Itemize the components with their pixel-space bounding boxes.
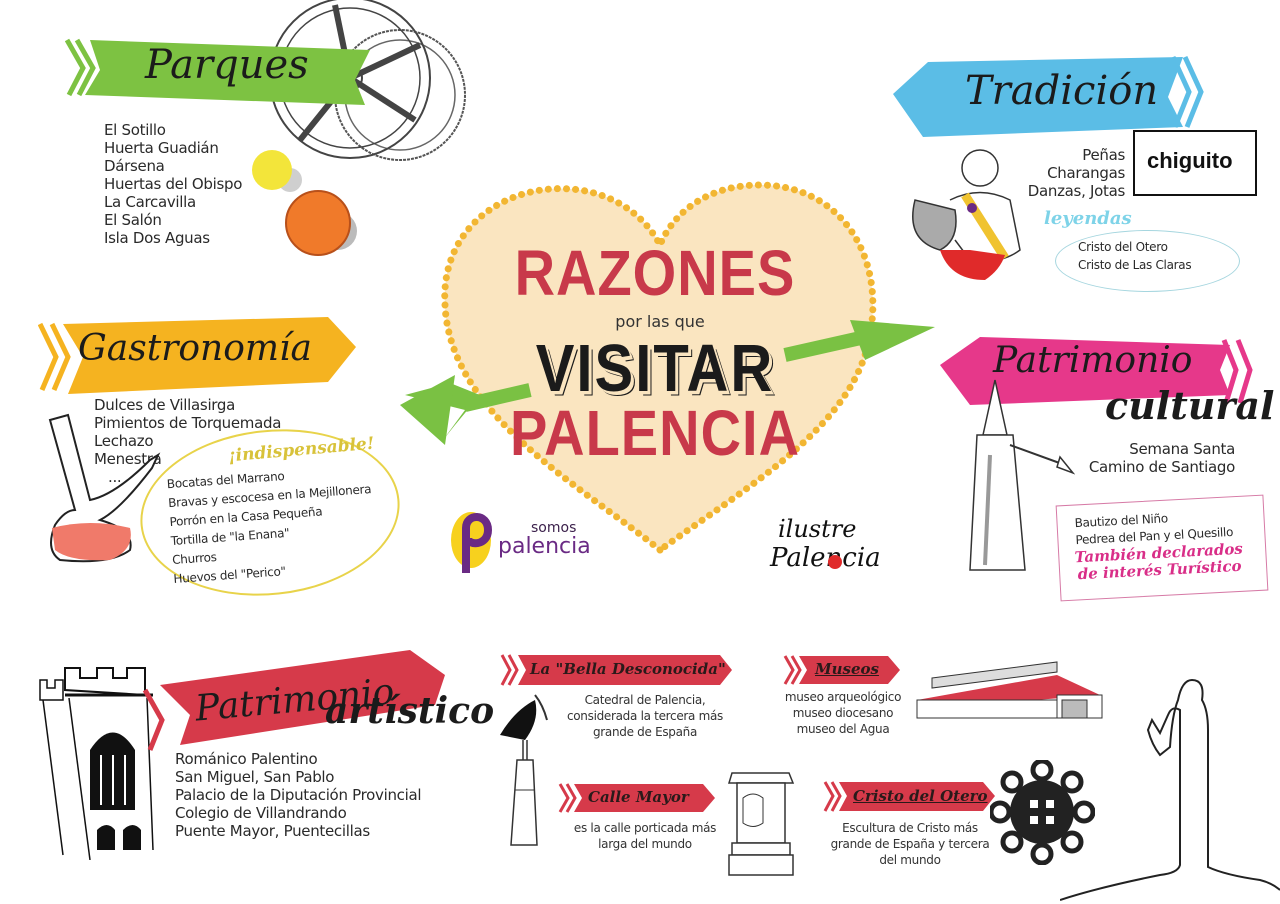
indispensable-list: Bocatas del Marrano Bravas y escocesa en…	[166, 461, 377, 589]
gastronomia-banner	[38, 312, 358, 397]
parques-banner	[65, 35, 385, 110]
list-item: Cristo del Otero	[1078, 240, 1168, 254]
leyendas-label: leyendas	[1044, 208, 1132, 229]
desc-line: museo diocesano	[792, 706, 894, 720]
list-item: Camino de Santiago	[1088, 458, 1235, 476]
museos-banner	[783, 655, 900, 685]
cristo-banner	[823, 781, 995, 812]
patrimonio-artistico-list: Románico Palentino San Miguel, San Pablo…	[175, 750, 422, 840]
desc-line: grande de España y tercera	[830, 837, 990, 851]
list-item: Pimientos de Torquemada	[94, 414, 282, 432]
bicycle-gear-icon	[269, 0, 466, 161]
title-visitar: VISITAR	[535, 331, 775, 406]
list-item: Peñas	[1082, 146, 1125, 164]
list-item: Puente Mayor, Puentecillas	[175, 822, 370, 840]
patrimonio-cultural-list: Semana Santa Camino de Santiago	[1080, 440, 1235, 476]
list-item: Menestra	[94, 450, 162, 468]
title-por-las-que: por las que	[615, 312, 705, 331]
list-item: Colegio de Villandrando	[175, 804, 347, 822]
woman-with-jug-icon	[912, 149, 1021, 280]
leyendas-list: Cristo del Otero Cristo de Las Claras	[1078, 238, 1192, 274]
patrimonio-artistico-banner	[140, 645, 455, 760]
calle-mayor-desc: es la calle porticada más larga del mund…	[565, 820, 725, 852]
palencia-text: palencia	[498, 534, 591, 559]
cristo-statue-icon	[1060, 678, 1280, 901]
list-item: Cristo de Las Claras	[1078, 258, 1192, 272]
tradicion-list: Peñas Charangas Danzas, Jotas	[1020, 146, 1126, 200]
list-item: Isla Dos Aguas	[104, 229, 210, 247]
rose-window-icon	[990, 760, 1095, 865]
tradicion-title: Tradición	[965, 68, 1159, 114]
patrimonio-cultural-title-2: cultural	[1105, 383, 1275, 428]
nazareno-penitent-icon	[969, 379, 1075, 571]
gastronomia-title: Gastronomía	[78, 328, 313, 369]
ilustre-palencia-logo: ilustre Palencia	[770, 515, 900, 580]
museos-title: Museos	[815, 660, 879, 678]
list-item: Dulces de Villasirga	[94, 396, 236, 414]
heart-dot-icon	[828, 555, 842, 569]
desc-line: considerada la tercera más	[566, 709, 724, 723]
bella-banner	[500, 654, 732, 686]
porron-icon	[48, 413, 161, 563]
tradicion-banner	[893, 52, 1208, 142]
stork-on-tower-icon	[500, 694, 548, 846]
basketball-icon	[285, 190, 351, 256]
cristo-desc: Escultura de Cristo más grande de España…	[820, 820, 1000, 868]
list-item: Palacio de la Diputación Provincial	[175, 786, 422, 804]
calle-mayor-title: Calle Mayor	[588, 788, 689, 806]
list-item: La Carcavilla	[104, 193, 196, 211]
cristo-title: Cristo del Otero	[853, 787, 988, 805]
museum-building-icon	[916, 661, 1103, 719]
p-logo-icon	[451, 512, 493, 573]
gastronomia-list: Dulces de Villasirga Pimientos de Torque…	[94, 396, 281, 486]
desc-line: museo arqueológico	[784, 690, 902, 704]
list-item: El Salón	[104, 211, 162, 229]
list-item: Lechazo	[94, 432, 154, 450]
museos-desc: museo arqueológico museo diocesano museo…	[778, 689, 908, 737]
chiguito-speech-bubble: chiguito	[1133, 130, 1257, 196]
ilustre-palencia-text: Palencia	[770, 543, 881, 573]
list-item: Dársena	[104, 157, 165, 175]
list-item: El Sotillo	[104, 121, 166, 139]
desc-line: museo del Agua	[796, 722, 890, 736]
tennis-ball-icon	[252, 150, 292, 190]
ilustre-text: ilustre	[778, 515, 857, 543]
desc-line: es la calle porticada más	[573, 821, 717, 835]
bella-title: La "Bella Desconocida"	[530, 660, 726, 678]
parques-list: El Sotillo Huerta Guadián Dársena Huerta…	[104, 121, 242, 247]
list-item: Románico Palentino	[175, 750, 318, 768]
heart-icon	[441, 181, 877, 555]
desc-line: Catedral de Palencia,	[584, 693, 706, 707]
chiguito-label: chiguito	[1147, 148, 1233, 173]
list-item: ...	[108, 468, 122, 486]
column-pedestal-icon	[727, 772, 795, 876]
patrimonio-cultural-title-1: Patrimonio	[993, 340, 1193, 381]
list-item: Danzas, Jotas	[1027, 182, 1126, 200]
desc-line: del mundo	[879, 853, 941, 867]
desc-line: larga del mundo	[598, 837, 692, 851]
calle-mayor-banner	[558, 783, 715, 813]
patrimonio-cultural-banner	[940, 335, 1260, 415]
list-item: Huertas del Obispo	[104, 175, 243, 193]
list-item: San Miguel, San Pablo	[175, 768, 335, 786]
patrimonio-artistico-title-2: artístico	[325, 690, 495, 732]
title-palencia: PALENCIA	[509, 396, 801, 469]
bella-desc: Catedral de Palencia, considerada la ter…	[560, 692, 730, 740]
arrow-icon	[400, 320, 935, 445]
desc-line: grande de España	[592, 725, 698, 739]
list-item: Semana Santa	[1129, 440, 1235, 458]
title-razones: RAZONES	[514, 236, 796, 309]
church-tower-icon	[39, 667, 154, 860]
desc-line: Escultura de Cristo más	[842, 821, 978, 835]
leyendas-ellipse	[1055, 230, 1240, 292]
list-item: Charangas	[1047, 164, 1125, 182]
somos-palencia-logo: somos palencia	[446, 508, 591, 578]
parques-title: Parques	[145, 42, 309, 88]
somos-text: somos	[531, 520, 577, 536]
list-item: Huerta Guadián	[104, 139, 219, 157]
central-heart	[430, 165, 890, 565]
